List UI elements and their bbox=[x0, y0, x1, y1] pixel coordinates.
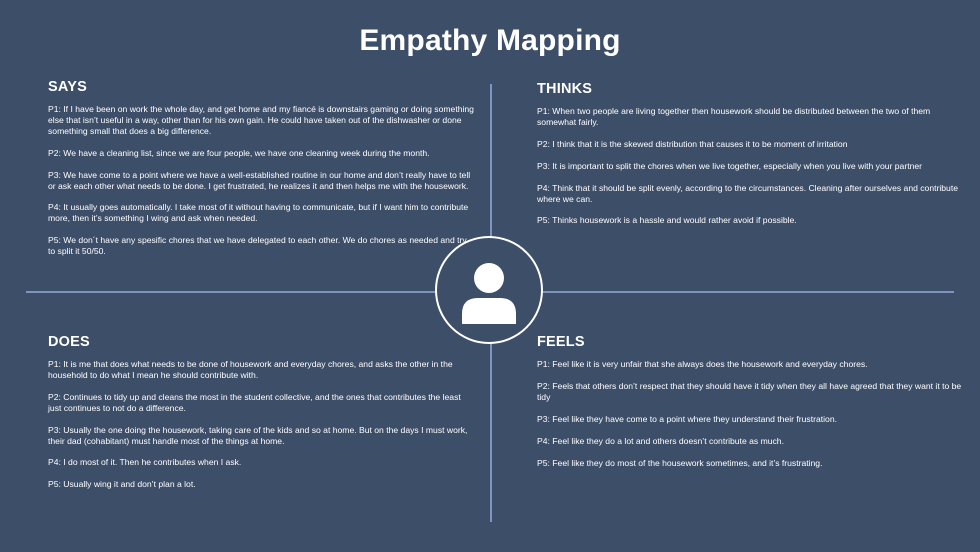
thinks-item: P2: I think that it is the skewed distri… bbox=[537, 138, 848, 149]
does-heading: DOES bbox=[48, 334, 90, 350]
does-item: P1: It is me that does what needs to be … bbox=[48, 359, 453, 380]
does-item: P2: Continues to tidy up and cleans the … bbox=[48, 391, 461, 413]
does-item: P5: Usually wing it and don’t plan a lot… bbox=[48, 479, 196, 490]
feels-item: P2: Feels that others don’t respect that… bbox=[537, 380, 962, 402]
says-item: P1: If I have been on work the whole day… bbox=[48, 104, 474, 136]
says-item: P4: It usually goes automatically. I tak… bbox=[48, 202, 469, 224]
thinks-heading: THINKS bbox=[537, 81, 593, 97]
page-title: Empathy Mapping bbox=[359, 24, 621, 57]
thinks-quadrant: THINKS P1: When two people are living to… bbox=[537, 81, 965, 237]
says-heading: SAYS bbox=[48, 79, 87, 95]
feels-heading: FEELS bbox=[537, 334, 585, 350]
thinks-item: P5: Thinks housework is a hassle and wou… bbox=[537, 215, 797, 226]
says-item: P5: We don´t have any spesific chores th… bbox=[48, 235, 467, 257]
user-icon bbox=[462, 263, 516, 324]
thinks-item: P1: When two people are living together … bbox=[537, 106, 931, 127]
user-avatar bbox=[435, 236, 543, 344]
feels-item: P5: Feel like they do most of the housew… bbox=[537, 457, 823, 468]
feels-item: P3: Feel like they have come to a point … bbox=[537, 413, 837, 424]
says-item: P3: We have come to a point where we hav… bbox=[48, 169, 471, 191]
says-item: P2: We have a cleaning list, since we ar… bbox=[48, 147, 430, 158]
feels-item: P1: Feel like it is very unfair that she… bbox=[537, 359, 868, 369]
feels-quadrant: FEELS P1: Feel like it is very unfair th… bbox=[537, 334, 965, 479]
does-item: P4: I do most of it. Then he contributes… bbox=[48, 457, 242, 468]
thinks-item: P3: It is important to split the chores … bbox=[537, 160, 923, 171]
thinks-item: P4: Think that it should be split evenly… bbox=[537, 182, 959, 204]
feels-item: P4: Feel like they do a lot and others d… bbox=[537, 435, 784, 446]
says-quadrant: SAYS P1: If I have been on work the whol… bbox=[48, 79, 476, 268]
does-quadrant: DOES P1: It is me that does what needs t… bbox=[48, 334, 476, 501]
does-item: P3: Usually the one doing the housework,… bbox=[48, 424, 468, 446]
